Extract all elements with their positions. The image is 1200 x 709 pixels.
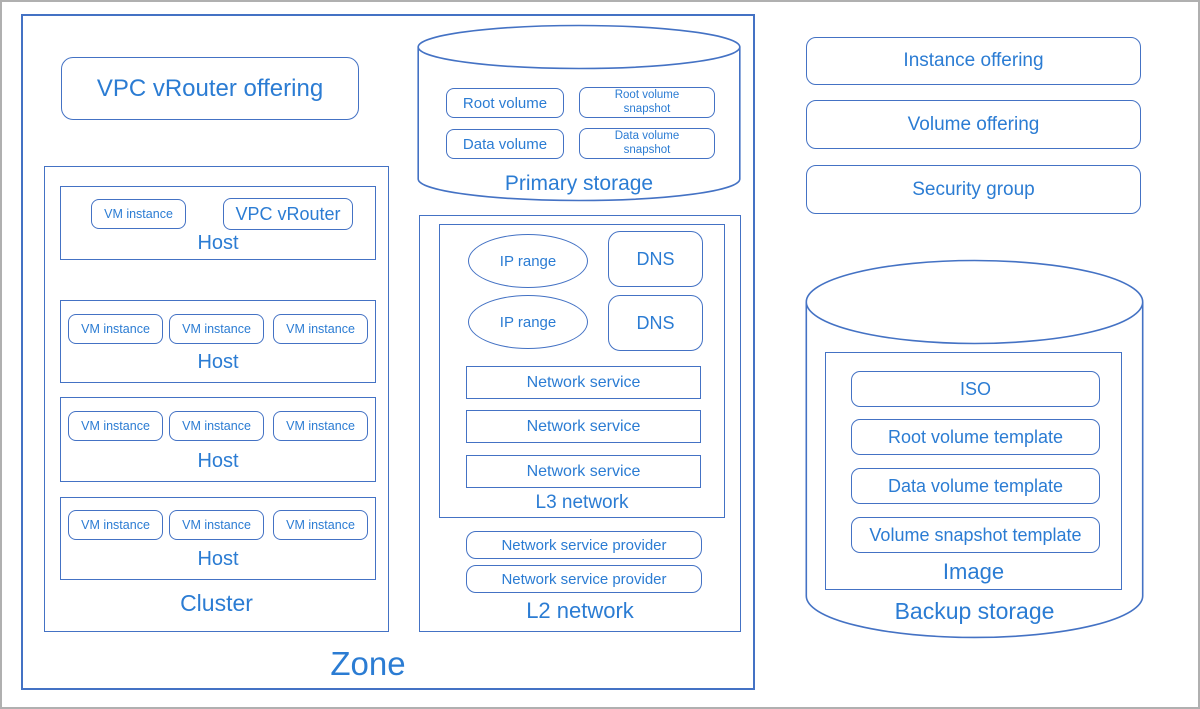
root-volume-label: Root volume <box>462 94 548 112</box>
network-service-provider-label: Network service provider <box>501 570 667 588</box>
iso-label: ISO <box>959 378 991 399</box>
vm-instance-label: VM instance <box>182 518 251 532</box>
vm-instance-label: VM instance <box>104 207 173 221</box>
instance-offering-label: Instance offering <box>903 50 1044 71</box>
vm-instance-label: VM instance <box>286 518 355 532</box>
dns-box: DNS <box>608 295 703 351</box>
network-service-label: Network service <box>526 373 641 391</box>
host-box: VM instance VM instance VM instance Host <box>60 397 376 482</box>
ip-range-label: IP range <box>499 252 557 270</box>
vm-instance-label: VM instance <box>81 518 150 532</box>
l3-network-box: IP range DNS IP range DNS Network servic… <box>439 224 725 518</box>
volume-snapshot-template-box: Volume snapshot template <box>851 517 1100 553</box>
network-service-box: Network service <box>466 366 701 399</box>
network-service-label: Network service <box>526 462 641 480</box>
cylinder-shape <box>417 24 741 202</box>
network-service-provider-box: Network service provider <box>466 531 702 559</box>
vm-instance-label: VM instance <box>286 419 355 433</box>
image-box: ISO Root volume template Data volume tem… <box>825 352 1122 590</box>
data-volume-template-box: Data volume template <box>851 468 1100 504</box>
security-group-box: Security group <box>806 165 1141 214</box>
cluster-box: VM instance VPC vRouter Host VM instance… <box>44 166 389 632</box>
vm-instance-box: VM instance <box>169 510 264 540</box>
data-volume-box: Data volume <box>446 129 564 159</box>
network-service-label: Network service <box>526 417 641 435</box>
network-service-provider-label: Network service provider <box>501 536 667 554</box>
root-volume-snapshot-label: Root volume snapshot <box>614 88 680 115</box>
network-service-box: Network service <box>466 410 701 443</box>
volume-offering-label: Volume offering <box>907 113 1040 135</box>
vm-instance-box: VM instance <box>91 199 186 229</box>
data-volume-template-label: Data volume template <box>887 475 1064 496</box>
vm-instance-box: VM instance <box>169 411 264 441</box>
host-label: Host <box>197 351 239 373</box>
vm-instance-label: VM instance <box>182 419 251 433</box>
host-box: VM instance VM instance VM instance Host <box>60 497 376 580</box>
data-volume-label: Data volume <box>462 135 548 153</box>
vm-instance-box: VM instance <box>169 314 264 344</box>
network-service-provider-box: Network service provider <box>466 565 702 593</box>
root-volume-template-label: Root volume template <box>887 426 1064 447</box>
vm-instance-label: VM instance <box>182 322 251 336</box>
vm-instance-label: VM instance <box>286 322 355 336</box>
primary-storage-cylinder: Root volume Root volume snapshot Data vo… <box>417 24 741 202</box>
vpc-vrouter-label: VPC vRouter <box>235 203 341 224</box>
backup-storage-label: Backup storage <box>894 598 1055 624</box>
primary-storage-label: Primary storage <box>504 172 654 195</box>
backup-storage-cylinder: ISO Root volume template Data volume tem… <box>805 259 1144 639</box>
vm-instance-box: VM instance <box>273 510 368 540</box>
root-volume-template-box: Root volume template <box>851 419 1100 455</box>
instance-offering-box: Instance offering <box>806 37 1141 85</box>
vm-instance-box: VM instance <box>273 314 368 344</box>
dns-label: DNS <box>636 248 675 269</box>
vm-instance-box: VM instance <box>68 510 163 540</box>
dns-label: DNS <box>636 312 675 333</box>
root-volume-box: Root volume <box>446 88 564 118</box>
vpc-vrouter-offering-label: VPC vRouter offering <box>96 74 324 102</box>
zone-label: Zone <box>330 645 406 682</box>
host-box: VM instance VPC vRouter Host <box>60 186 376 260</box>
l3-network-label: L3 network <box>535 492 629 513</box>
host-box: VM instance VM instance VM instance Host <box>60 300 376 383</box>
host-label: Host <box>197 548 239 570</box>
data-volume-snapshot-box: Data volume snapshot <box>579 128 715 159</box>
vpc-vrouter-box: VPC vRouter <box>223 198 353 230</box>
volume-snapshot-template-label: Volume snapshot template <box>869 524 1082 545</box>
volume-offering-box: Volume offering <box>806 100 1141 149</box>
security-group-label: Security group <box>912 178 1035 200</box>
vm-instance-label: VM instance <box>81 419 150 433</box>
l2-network-box: IP range DNS IP range DNS Network servic… <box>419 215 741 632</box>
zone-box: VPC vRouter offering VM instance VPC vRo… <box>21 14 755 690</box>
ip-range-ellipse: IP range <box>468 295 588 349</box>
data-volume-snapshot-label: Data volume snapshot <box>614 129 680 156</box>
ip-range-label: IP range <box>499 313 557 331</box>
network-service-box: Network service <box>466 455 701 488</box>
l2-network-label: L2 network <box>526 598 634 623</box>
vm-instance-box: VM instance <box>68 314 163 344</box>
ip-range-ellipse: IP range <box>468 234 588 288</box>
iso-box: ISO <box>851 371 1100 407</box>
vpc-vrouter-offering-box: VPC vRouter offering <box>61 57 359 120</box>
vm-instance-label: VM instance <box>81 322 150 336</box>
dns-box: DNS <box>608 231 703 287</box>
image-label: Image <box>942 559 1005 584</box>
host-label: Host <box>197 450 239 472</box>
vm-instance-box: VM instance <box>273 411 368 441</box>
root-volume-snapshot-box: Root volume snapshot <box>579 87 715 118</box>
host-label: Host <box>197 232 239 254</box>
cluster-label: Cluster <box>180 590 253 616</box>
vm-instance-box: VM instance <box>68 411 163 441</box>
